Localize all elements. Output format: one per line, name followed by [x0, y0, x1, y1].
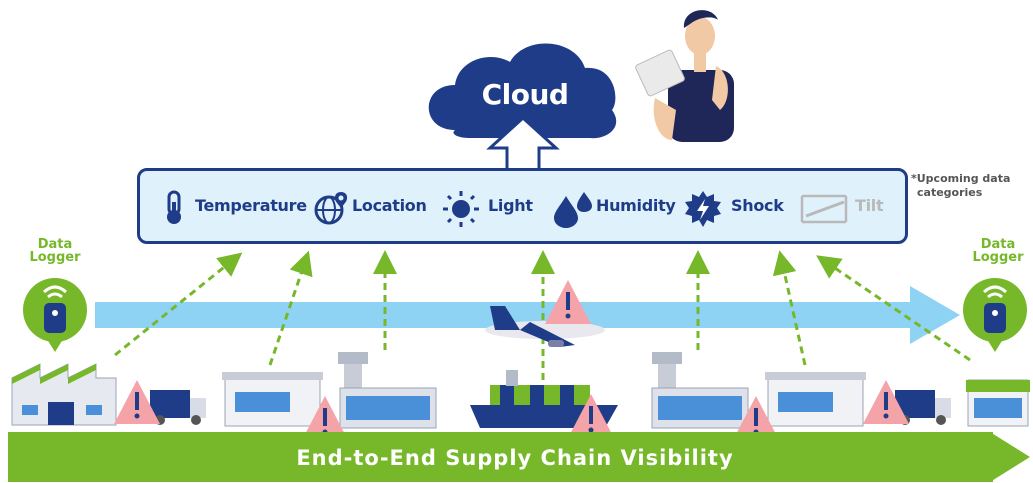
factory-icon [11, 363, 117, 426]
category-location-label: Location [352, 196, 427, 215]
truck-left-icon [150, 390, 206, 425]
person-illustration [635, 10, 734, 142]
cloud-label: Cloud [481, 78, 569, 111]
alert-icon [863, 380, 909, 424]
cloud-icon [428, 43, 617, 139]
banner-label: End-to-End Supply Chain Visibility [296, 446, 734, 470]
data-logger-right-label: Data Logger [968, 238, 1028, 264]
airplane-icon [485, 306, 605, 347]
data-logger-left-line2: Logger [29, 250, 81, 265]
alert-icon [545, 280, 591, 324]
globe-pin-icon [314, 192, 348, 225]
alert-icon [568, 394, 614, 438]
upcoming-note-line2: categories [917, 186, 983, 199]
category-tilt-label: Tilt [855, 196, 884, 215]
data-logger-left-line1: Data [37, 237, 73, 252]
data-logger-right-icon [963, 278, 1027, 352]
upcoming-note-line1: *Upcoming data [911, 172, 1011, 185]
data-logger-left-label: Data Logger [25, 238, 85, 264]
data-logger-right-line2: Logger [972, 250, 1024, 265]
lightning-badge-icon [685, 191, 721, 227]
airport-left-icon [338, 352, 437, 429]
tilt-icon [800, 194, 848, 224]
retail-store-icon [966, 379, 1030, 427]
alert-icons [114, 280, 909, 440]
data-categories-panel [137, 168, 908, 244]
upcoming-note: *Upcoming data categories [911, 172, 1010, 200]
data-logger-right-line1: Data [980, 237, 1016, 252]
category-shock-label: Shock [731, 196, 784, 215]
category-temperature-label: Temperature [195, 196, 307, 215]
water-drops-icon [554, 192, 592, 228]
category-humidity-label: Humidity [596, 196, 676, 215]
data-flow-arrows [114, 250, 971, 380]
warehouse-right-icon [765, 372, 866, 427]
alert-icon [114, 380, 160, 424]
thermometer-icon [167, 190, 181, 224]
data-logger-left-icon [23, 278, 87, 352]
airport-right-icon [651, 352, 749, 429]
category-light-label: Light [488, 196, 533, 215]
sun-icon [443, 191, 479, 227]
banner-arrow [8, 432, 1030, 482]
warehouse-left-icon [222, 372, 323, 427]
